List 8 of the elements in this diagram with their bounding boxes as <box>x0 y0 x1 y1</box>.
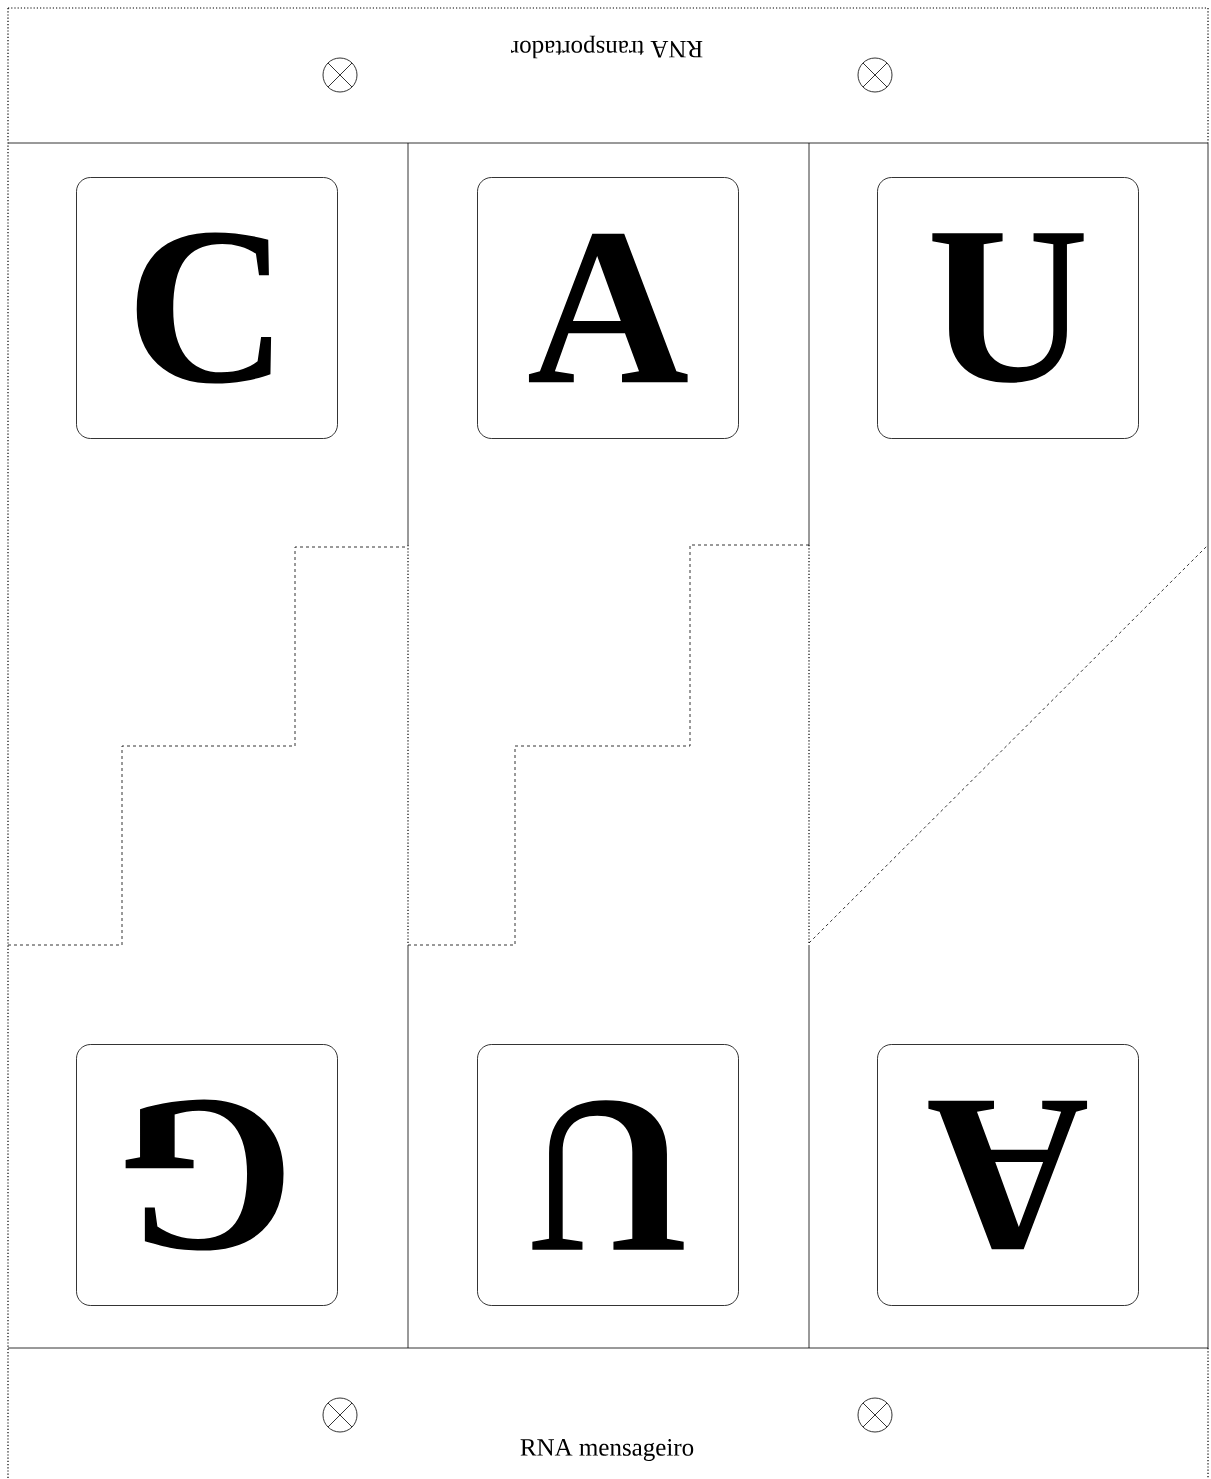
letter-card: U <box>477 1044 739 1306</box>
letter-card: A <box>877 1044 1139 1306</box>
letter-card: C <box>76 177 338 439</box>
band-label: RNA mensageiro <box>520 1439 694 1461</box>
letter-card: U <box>877 177 1139 439</box>
band-label: RNA transportador <box>511 35 703 59</box>
letter-card: G <box>76 1044 338 1306</box>
letter-card: A <box>477 177 739 439</box>
